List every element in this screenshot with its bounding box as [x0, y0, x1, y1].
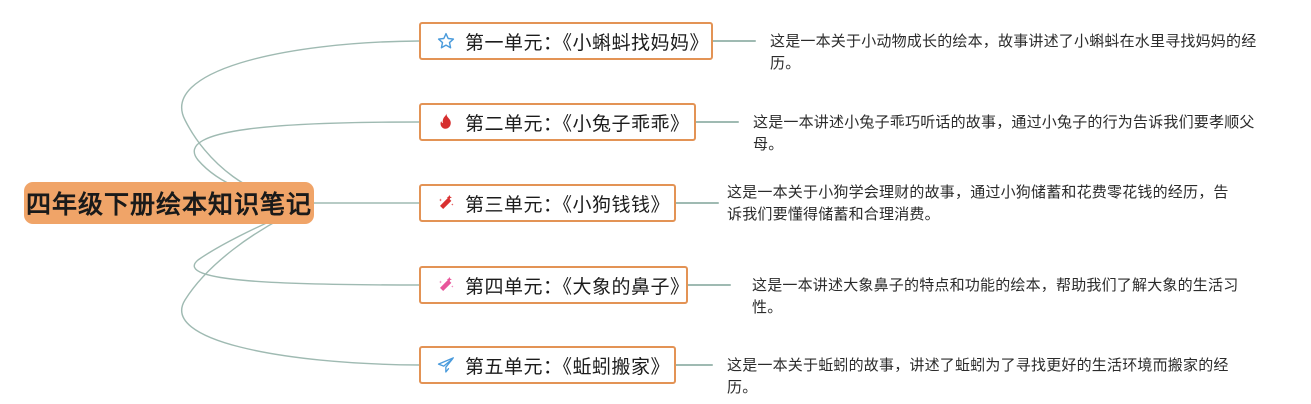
- branch-node-3[interactable]: 第三单元：《小狗钱钱》: [419, 184, 676, 222]
- branch-description-2: 这是一本讲述小兔子乖巧听话的故事，通过小兔子的行为告诉我们要孝顺父母。: [753, 113, 1255, 153]
- branch-node-3-label: 第三单元：《小狗钱钱》: [465, 193, 671, 216]
- flame-icon: [435, 112, 456, 133]
- branch-node-4[interactable]: 第四单元：《大象的鼻子》: [419, 266, 690, 304]
- star-icon: [435, 31, 456, 52]
- branch-description-1: 这是一本关于小动物成长的绘本，故事讲述了小蝌蚪在水里寻找妈妈的经历。: [770, 32, 1257, 72]
- branch-description-3: 这是一本关于小狗学会理财的故事，通过小狗储蓄和花费零花钱的经历，告诉我们要懂得储…: [727, 183, 1229, 223]
- branch-node-5[interactable]: 第五单元：《蚯蚓搬家》: [419, 346, 676, 384]
- branch-node-4-label: 第四单元：《大象的鼻子》: [465, 275, 690, 298]
- edge-root-to-branch-1: [181, 40, 420, 204]
- branch-node-1-label: 第一单元：《小蝌蚪找妈妈》: [465, 31, 710, 54]
- magic-wand-icon: [435, 193, 456, 214]
- branch-node-2-label: 第二单元：《小兔子乖乖》: [465, 112, 690, 135]
- edge-root-to-branch-5: [181, 202, 420, 366]
- branch-node-2[interactable]: 第二单元：《小兔子乖乖》: [419, 103, 696, 141]
- root-node[interactable]: 四年级下册绘本知识笔记: [24, 182, 314, 224]
- branch-description-4: 这是一本讲述大象鼻子的特点和功能的绘本，帮助我们了解大象的生活习性。: [752, 276, 1239, 316]
- branch-description-5: 这是一本关于蚯蚓的故事，讲述了蚯蚓为了寻找更好的生活环境而搬家的经历。: [727, 356, 1229, 396]
- paper-plane-icon: [435, 355, 456, 376]
- magic-wand-icon: [435, 275, 456, 296]
- root-node-label: 四年级下册绘本知识笔记: [25, 190, 312, 219]
- branch-node-1[interactable]: 第一单元：《小蝌蚪找妈妈》: [419, 22, 713, 60]
- branch-node-5-label: 第五单元：《蚯蚓搬家》: [465, 355, 671, 378]
